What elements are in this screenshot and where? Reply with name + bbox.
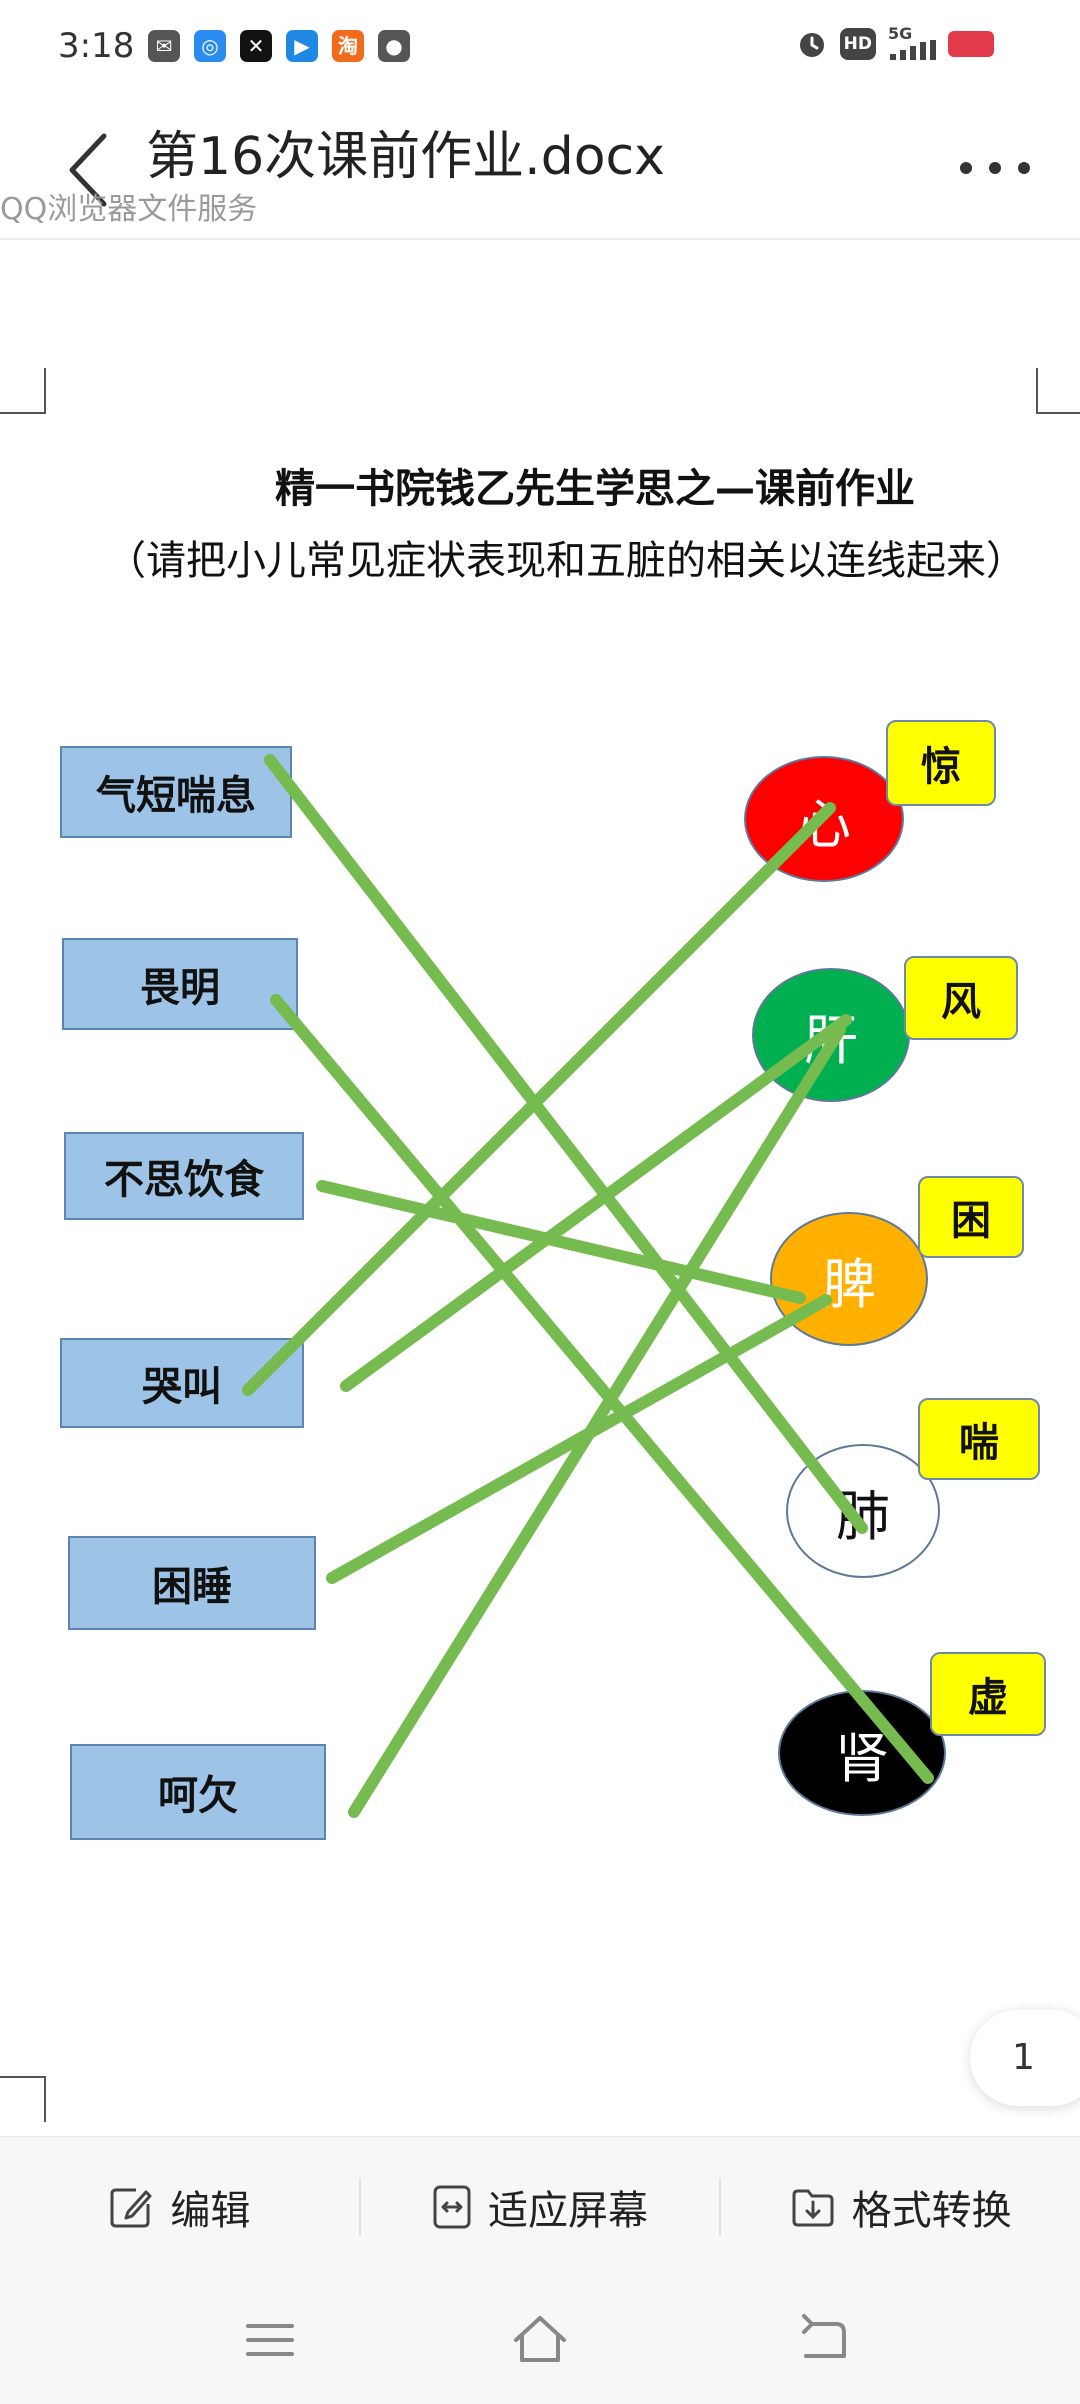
symptom-box: 哭叫 [60,1338,304,1428]
taobao-icon: 淘 [332,30,364,62]
connection-line [264,754,868,1534]
organ-tag: 虚 [930,1652,1046,1736]
format-convert-button[interactable]: 格式转换 [721,2178,1080,2236]
more-dot [989,162,1001,174]
symptom-box: 气短喘息 [60,746,292,838]
home-icon[interactable] [510,2310,570,2370]
back-nav-icon[interactable] [792,2310,852,2370]
page-corner-mark [0,2076,46,2122]
connection-line [348,1024,846,1818]
battery-icon [948,31,994,57]
toolbar-divider [358,2177,361,2236]
edit-button[interactable]: 编辑 [0,2178,359,2236]
symptom-box: 不思饮食 [64,1132,304,1220]
organ-heart: 心 [744,756,904,882]
fit-screen-button[interactable]: 适应屏幕 [361,2178,720,2236]
organ-tag: 困 [918,1176,1024,1258]
title-bar: 第16次课前作业.docx QQ浏览器文件服务 [0,96,1080,240]
symptom-box: 畏明 [62,938,298,1030]
system-nav-bar [0,2276,1080,2404]
status-time: 3:18 [58,26,135,66]
network-label: 5G [888,24,913,43]
symptom-box: 呵欠 [70,1744,326,1840]
signal-5g-icon: 5G [888,24,936,60]
document-heading: 精一书院钱乙先生学思之—课前作业 [275,466,915,512]
toolbar-divider [719,2177,722,2236]
back-arrow-icon[interactable] [62,130,118,210]
page-corner-mark [1036,368,1080,414]
more-options-icon[interactable] [960,150,1030,186]
page-indicator[interactable]: 1 [970,2010,1080,2106]
fit-screen-icon [433,2185,471,2228]
alarm-icon [799,33,824,57]
connection-line [270,994,934,1784]
connection-line [242,802,836,1396]
arrow-app-icon: ▶ [286,30,318,62]
status-app-icons: ✉ ◎ ✕ ▶ 淘 ● [148,30,410,62]
hd-icon: HD [839,28,876,60]
edit-icon [110,2188,152,2227]
document-source: QQ浏览器文件服务 [0,192,258,227]
wechat-icon: ✉ [148,30,180,62]
page-corner-mark [0,368,46,414]
connection-line [326,1294,832,1584]
status-bar: 3:18 ✉ ◎ ✕ ▶ 淘 ● HD 5G [0,0,1080,96]
edit-label: 编辑 [170,2187,251,2234]
format-convert-label: 格式转换 [851,2187,1012,2234]
organ-tag: 惊 [886,720,996,806]
connection-line [316,1180,806,1304]
organ-tag: 风 [904,956,1018,1040]
capcut-icon: ✕ [240,30,272,62]
document-title: 第16次课前作业.docx [146,127,665,187]
menu-icon[interactable] [240,2310,300,2370]
chat-bubble-icon: ● [378,30,410,62]
fit-screen-label: 适应屏幕 [488,2187,648,2234]
status-right-icons: HD 5G [796,24,994,60]
organ-lung: 肺 [786,1444,940,1578]
organ-spleen: 脾 [770,1212,928,1346]
qq-browser-icon: ◎ [194,30,226,62]
more-dot [1018,162,1030,174]
bottom-toolbar: 编辑 适应屏幕 格式转换 [0,2136,1080,2276]
organ-tag: 喘 [918,1398,1040,1480]
organ-kidney: 肾 [778,1690,946,1816]
more-dot [960,162,972,174]
organ-liver: 肝 [752,968,910,1102]
format-convert-icon [792,2189,834,2226]
symptom-box: 困睡 [68,1536,316,1630]
document-instruction: （请把小儿常见症状表现和五脏的相关以连线起来） [106,538,1026,584]
